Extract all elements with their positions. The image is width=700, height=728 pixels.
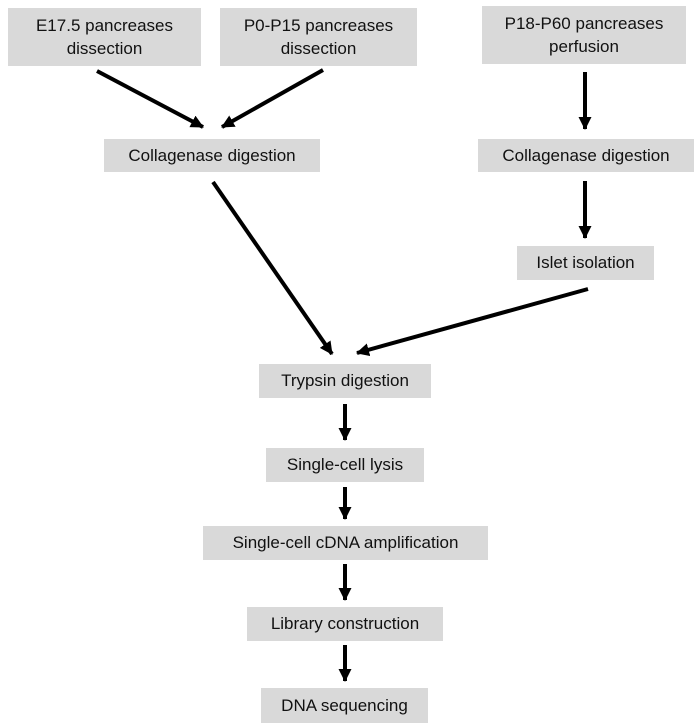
node-islet-isolation: Islet isolation	[517, 246, 654, 280]
node-dna-sequencing: DNA sequencing	[261, 688, 428, 723]
node-library-construction: Library construction	[247, 607, 443, 641]
node-collagenase-digestion-left: Collagenase digestion	[104, 139, 320, 172]
arrow-p0-to-collagenase-left	[221, 68, 324, 129]
node-trypsin-digestion: Trypsin digestion	[259, 364, 431, 398]
node-e17-pancreases-dissection: E17.5 pancreases dissection	[8, 8, 201, 66]
node-single-cell-lysis: Single-cell lysis	[266, 448, 424, 482]
arrow-e17-to-collagenase-left	[96, 69, 204, 129]
node-collagenase-digestion-right: Collagenase digestion	[478, 139, 694, 172]
node-p18-p60-pancreases-perfusion: P18-P60 pancreases perfusion	[482, 6, 686, 64]
node-single-cell-cdna-amplification: Single-cell cDNA amplification	[203, 526, 488, 560]
arrow-collagenase-left-to-trypsin	[211, 180, 334, 356]
arrow-islet-to-trypsin	[356, 287, 589, 357]
node-p0-p15-pancreases-dissection: P0-P15 pancreases dissection	[220, 8, 417, 66]
